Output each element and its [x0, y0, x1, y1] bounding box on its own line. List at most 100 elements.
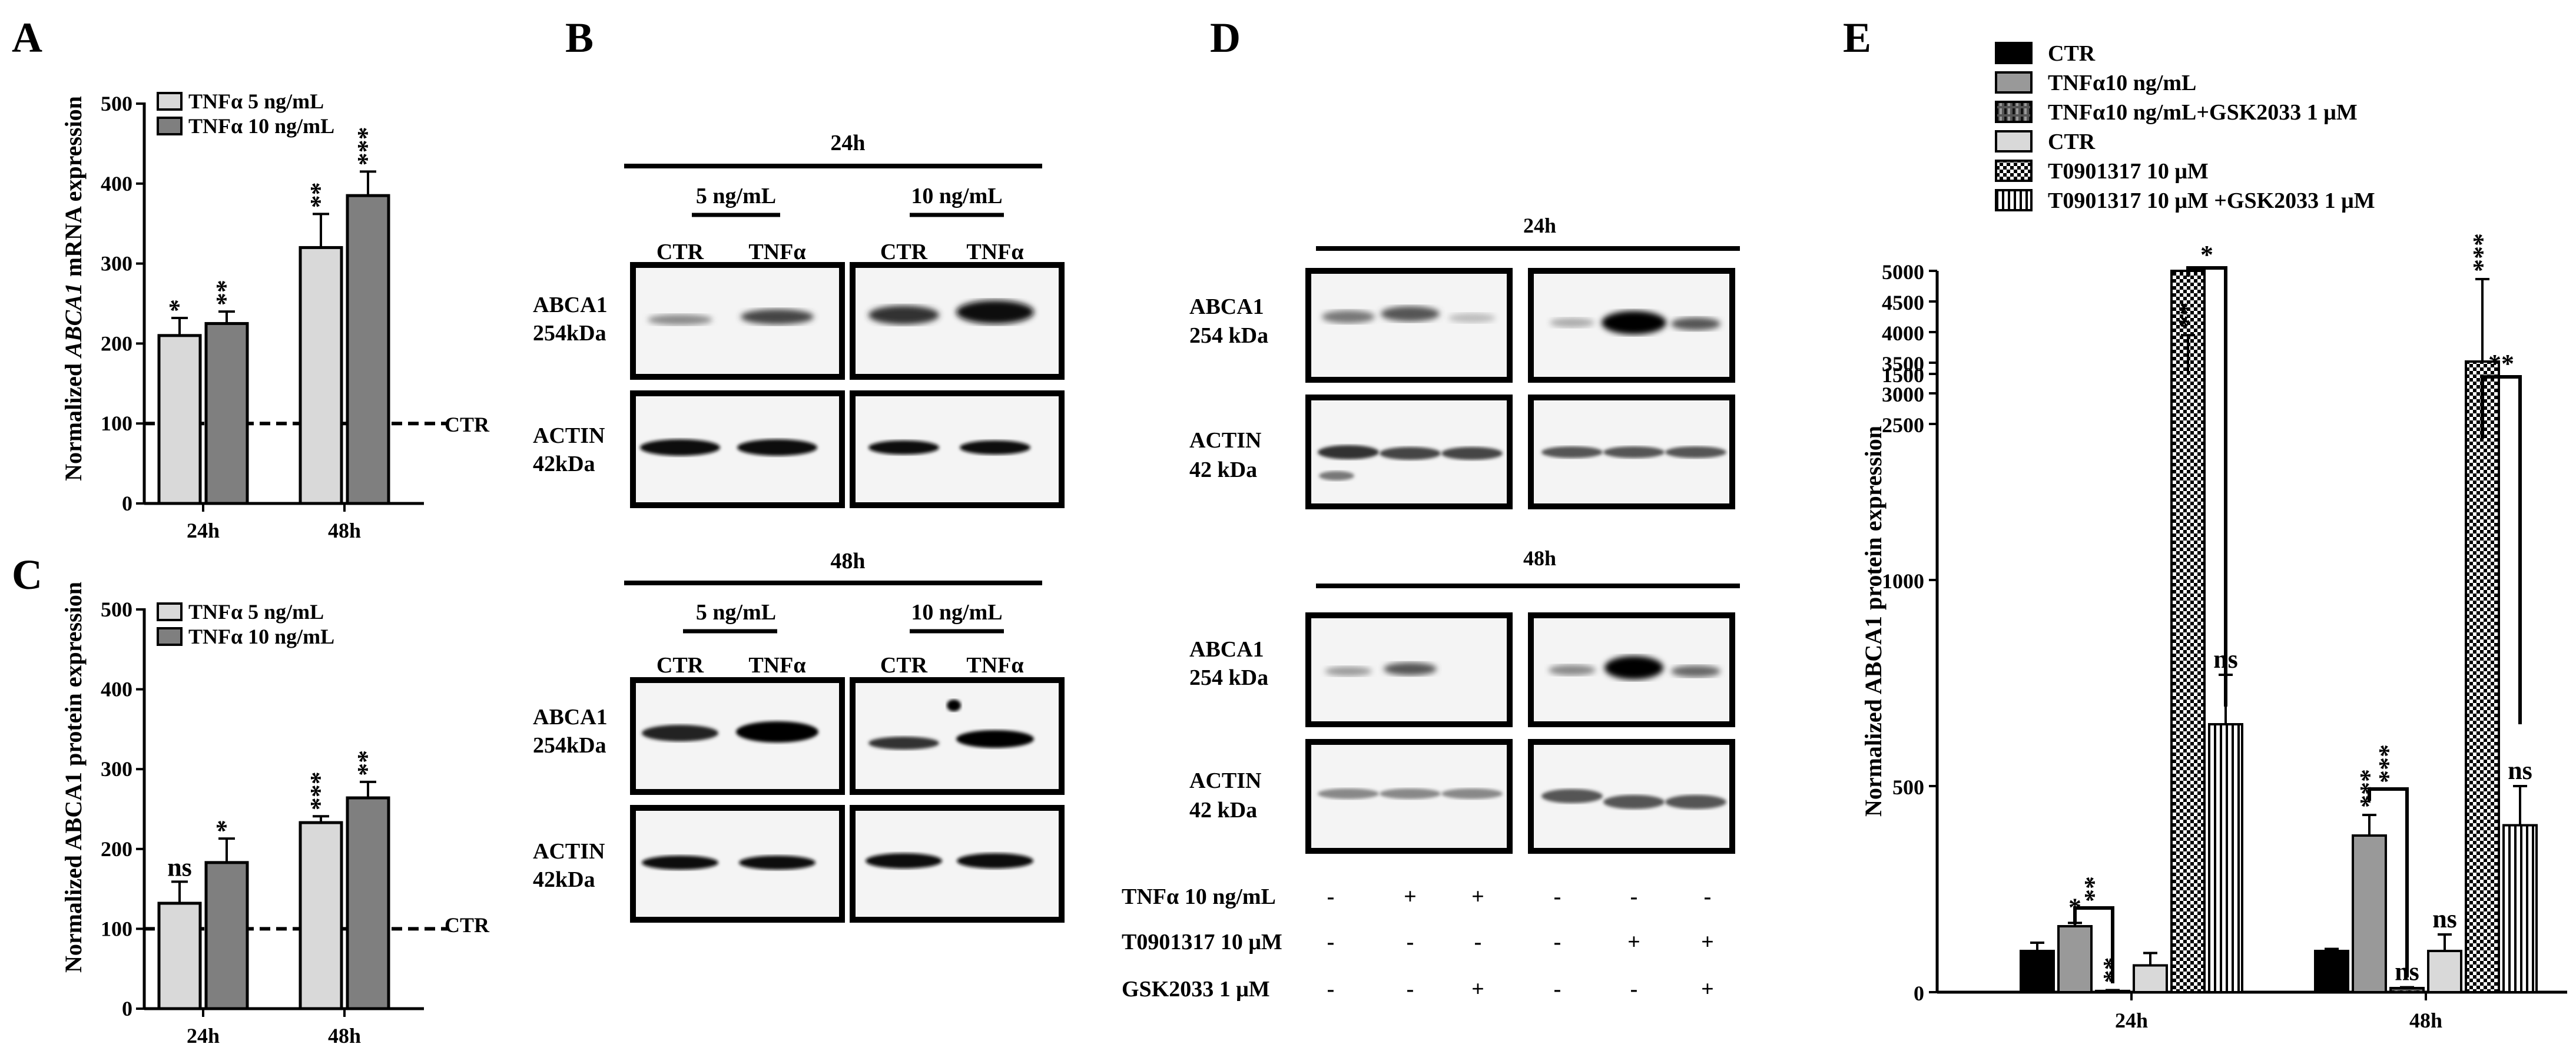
western-blot-panel-b: 24h 5 ng/mL 10 ng/mL CTR TNFα CTR TNFα A… [533, 131, 1065, 923]
treatment-sign: - [1327, 977, 1335, 1002]
blot-label-actin: ACTIN [1189, 768, 1261, 793]
y-tick-label: 500 [1892, 775, 1924, 799]
treatment-label: GSK2033 1 μM [1122, 977, 1270, 1002]
blot-time-24h: 24h [830, 131, 865, 155]
bracket-significance: ** [2488, 349, 2514, 378]
blot-time-24h: 24h [1523, 214, 1556, 237]
y-tick-label: 0 [122, 492, 132, 515]
x-tick-label: 24h [187, 1024, 220, 1048]
blot-b-48h-abca1-right [850, 677, 1065, 795]
blot-label-abca1: ABCA1 [1189, 294, 1264, 319]
lane-label-ctr: CTR [880, 240, 928, 264]
blot-b-24h-actin-left [630, 390, 845, 508]
treatment-sign: + [1404, 884, 1417, 909]
blot-time-48h: 48h [830, 549, 865, 574]
blot-label-abca1: ABCA1 [1189, 637, 1264, 662]
blot-d-24h-actin-left [1305, 395, 1513, 509]
panel-letter-b: B [565, 14, 594, 61]
y-tick-label: 100 [101, 412, 132, 435]
treatment-sign: + [1471, 977, 1484, 1002]
y-tick-label: 1000 [1882, 569, 1924, 593]
chart-panel-e: Normalized ABCA1 protein expression CTRT… [1860, 41, 2567, 1032]
bar [204, 321, 249, 505]
treatment-label: TNFα 10 ng/mL [1122, 884, 1276, 909]
significance-label: ** [2173, 302, 2202, 328]
treatment-sign: + [1701, 977, 1714, 1002]
blot-d-24h-actin-right [1528, 395, 1735, 509]
bar [157, 334, 202, 505]
blot-conc-10: 10 ng/mL [911, 600, 1002, 625]
y-tick-label: 300 [101, 252, 132, 276]
legend-swatch [1995, 71, 2033, 94]
significance-label: ** [211, 280, 240, 306]
blot-label-abca1-kda: 254 kDa [1189, 323, 1268, 348]
bar [2020, 950, 2055, 993]
bracket-significance: ** [2079, 876, 2108, 902]
x-tick-label: 48h [328, 519, 361, 542]
bar [299, 821, 343, 1010]
treatment-sign: + [1701, 930, 1714, 954]
significance-label: ns [2508, 756, 2532, 785]
significance-label: *** [352, 127, 381, 165]
y-tick-label: 500 [101, 598, 132, 621]
y-tick-label: 400 [101, 678, 132, 701]
y-tick-label: 500 [101, 92, 132, 115]
y-tick-label: 200 [101, 332, 132, 355]
y-tick-label: 2500 [1882, 413, 1924, 437]
y-tick-label: 400 [101, 172, 132, 195]
treatment-sign: - [1474, 930, 1482, 954]
legend-swatch-tnf-10 [157, 627, 183, 646]
treatment-sign: - [1630, 884, 1638, 909]
legend-label-tnf-5: TNFα 5 ng/mL [188, 600, 324, 624]
bar [2502, 824, 2538, 993]
comparison-bracket [2073, 906, 2114, 983]
blot-label-actin: ACTIN [533, 839, 605, 864]
treatment-sign: - [1554, 884, 1561, 909]
blot-d-48h-abca1-left [1305, 612, 1513, 727]
bar [2352, 834, 2387, 993]
legend-swatch-tnf-5 [157, 92, 183, 111]
treatment-sign: - [1327, 930, 1335, 954]
comparison-bracket [2186, 266, 2227, 707]
chart-panel-c: Normalized ABCA1 protein expression 0100… [60, 582, 490, 1048]
legend-label-tnf-5: TNFα 5 ng/mL [188, 90, 324, 113]
legend-label-tnf-10: TNFα 10 ng/mL [188, 625, 334, 648]
treatment-sign: - [1407, 977, 1414, 1002]
lane-label-ctr: CTR [657, 653, 704, 678]
panel-letter-c: C [12, 551, 42, 598]
blot-label-abca1-kda: 254 kDa [1189, 665, 1268, 690]
bar [2133, 964, 2168, 993]
bracket-significance: * [2200, 240, 2213, 269]
bracket-significance: *** [2373, 744, 2402, 783]
legend-label-tnf-10: TNFα 10 ng/mL [188, 114, 334, 138]
blot-d-48h-actin-right [1528, 739, 1735, 854]
reference-label-ctr: CTR [445, 413, 490, 436]
legend-label: CTR [2048, 41, 2096, 66]
blot-conc-5: 5 ng/mL [696, 600, 776, 625]
blot-label-abca1-kda: 254kDa [533, 321, 606, 346]
significance-label: ns [167, 853, 192, 881]
treatment-sign: - [1327, 884, 1335, 909]
significance-label: * [164, 299, 193, 312]
legend-label: CTR [2048, 130, 2096, 154]
blot-b-48h-actin-left [630, 805, 845, 923]
blot-time-48h: 48h [1523, 546, 1556, 570]
legend-swatch [1995, 130, 2033, 153]
x-tick-label: 24h [187, 519, 220, 542]
significance-label: ns [2432, 904, 2457, 933]
y-tick-label: 200 [101, 837, 132, 861]
blot-label-actin: ACTIN [533, 423, 605, 448]
significance-label: * [211, 820, 240, 833]
significance-label: ** [352, 750, 381, 776]
panel-letter-d: D [1210, 14, 1241, 61]
blot-label-abca1-kda: 254kDa [533, 733, 606, 758]
bar [346, 194, 390, 505]
panel-a-y-axis-label: Normalized ABCA1 mRNA expression [60, 96, 87, 481]
treatment-sign: - [1554, 930, 1561, 954]
treatment-sign: - [1704, 884, 1712, 909]
panel-e-y-axis-label: Normalized ABCA1 protein expression [1860, 426, 1887, 817]
bar [299, 246, 343, 505]
significance-label: *** [2468, 233, 2497, 272]
western-blot-panel-d: 24h 48h ABCA1 254 kDa ACTIN 42 kDa ABCA1… [1122, 214, 1740, 1002]
